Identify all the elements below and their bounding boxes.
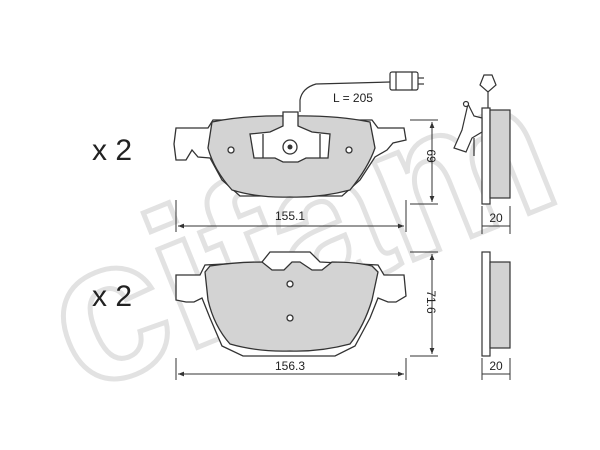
top-pad-side-clip bbox=[453, 102, 483, 153]
wear-sensor bbox=[299, 71, 424, 112]
wear-sensor-wire bbox=[299, 81, 391, 112]
bottom-pad-top-hole bbox=[286, 280, 294, 288]
top-pad-clip bbox=[249, 111, 331, 163]
bottom-pad-front-view bbox=[175, 251, 407, 357]
bottom-pad-bottom-hole bbox=[286, 314, 294, 322]
top-pad-quantity-label: x 2 bbox=[92, 134, 132, 167]
bottom-pad-friction-material bbox=[204, 261, 379, 352]
top-pad-thickness-label: 20 bbox=[489, 211, 503, 225]
bottom-pad-thickness-label: 20 bbox=[489, 359, 503, 373]
wire-length-label: L = 205 bbox=[333, 91, 373, 105]
top-pad-right-hole bbox=[345, 146, 353, 154]
top-pad-thickness-dimension bbox=[481, 206, 511, 234]
wear-sensor-connector bbox=[389, 71, 419, 91]
bottom-pad-dimensions bbox=[175, 251, 438, 380]
top-pad-dimensions bbox=[175, 119, 438, 232]
top-pad-left-hole bbox=[227, 146, 235, 154]
bottom-pad-height-label: 71.6 bbox=[424, 290, 438, 314]
top-pad-side-backing bbox=[481, 107, 491, 205]
top-pad-side-friction bbox=[489, 109, 511, 199]
bottom-pad-side-backing bbox=[481, 251, 491, 357]
bottom-pad-width-label: 156.3 bbox=[275, 359, 305, 373]
bottom-pad-side-friction bbox=[489, 261, 511, 349]
top-pad-side-view bbox=[453, 74, 511, 205]
bottom-pad-quantity-label: x 2 bbox=[92, 280, 132, 313]
top-pad-height-label: 69 bbox=[424, 149, 438, 163]
bottom-pad-thickness-dimension bbox=[481, 358, 511, 380]
top-pad-width-label: 155.1 bbox=[275, 209, 305, 223]
top-pad-front-view bbox=[173, 111, 407, 198]
bottom-pad-side-view bbox=[481, 251, 511, 357]
